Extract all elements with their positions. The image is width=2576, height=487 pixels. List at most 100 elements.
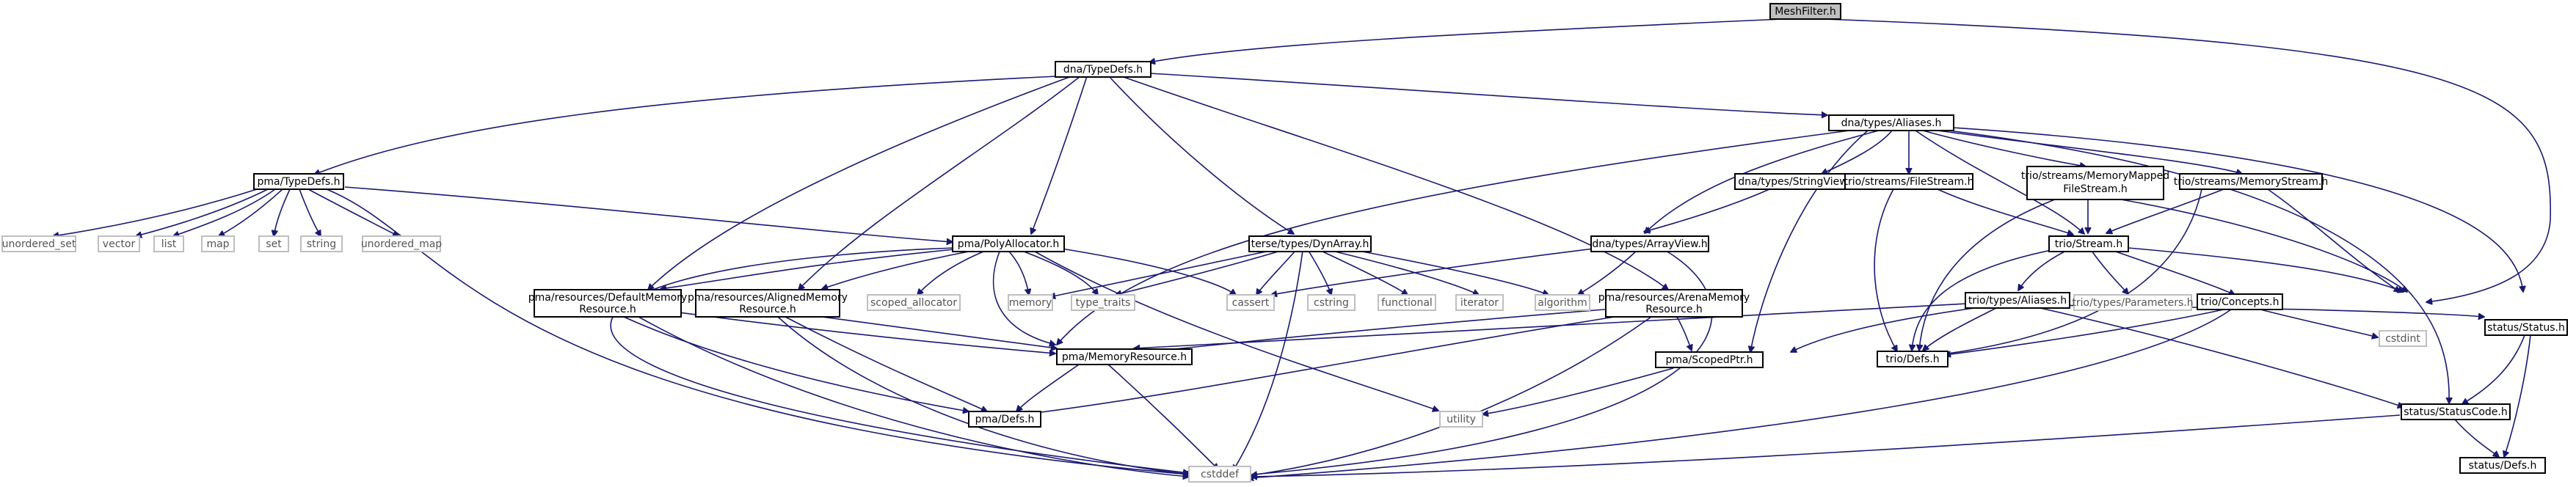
edge-alignedmemory-pmadefs [785,316,987,411]
node-pma-polyallocator[interactable]: pma/PolyAllocator.h [952,235,1065,252]
node-label: FileStream.h [2063,183,2127,195]
edge-meshfilter-dna-typedefs [1149,18,1783,62]
node-label: trio/types/Aliases.h [1968,295,2067,307]
node-pma-resources-arenamemoryresource[interactable]: pma/resources/ArenaMemory Resource.h [1598,289,1750,318]
node-trio-types-parameters[interactable]: trio/types/Parameters.h [2072,294,2194,311]
node-cstring[interactable]: cstring [1307,294,1356,311]
edge-dnaaliases-arrayview [1645,130,1880,233]
node-memory[interactable]: memory [1008,294,1053,311]
edge-stream-trioaliases [2018,250,2067,290]
edge-polyallocator-memoryresource [993,251,1055,345]
node-string[interactable]: string [300,235,343,252]
node-dna-types-arrayview[interactable]: dna/types/ArrayView.h [1590,235,1709,252]
node-label: pma/resources/DefaultMemory [528,292,687,304]
edge-memoryresource-pmadefs [1016,364,1080,411]
edge-dynarray-cstddef [1233,250,1303,471]
edge-pmatypedefs-vector [136,188,269,236]
edge-statuscode-cstddef [1251,414,2401,477]
node-dna-typedefs[interactable]: dna/TypeDefs.h [1055,61,1151,78]
node-unordered-set[interactable]: unordered_set [1,235,76,252]
node-unordered-map[interactable]: unordered_map [361,235,442,252]
node-label: status/Status.h [2487,322,2565,334]
edge-stringview-arrayview [1644,188,1770,232]
edge-pmatypedefs-unorderedset [53,188,258,236]
edge-polyallocator-cassert [1056,247,1236,295]
node-trio-concepts[interactable]: trio/Concepts.h [2197,293,2283,310]
edge-arenamemory-cstddef [1251,316,1652,475]
node-status-status[interactable]: status/Status.h [2484,319,2568,336]
node-pma-defs[interactable]: pma/Defs.h [968,411,1041,428]
edge-trioaliases-scopedptr [1791,307,1975,352]
node-meshfilter[interactable]: MeshFilter.h [1769,3,1841,20]
edge-pmatypedefs-cstddef [326,188,1189,475]
node-label: vector [103,238,136,250]
node-terse-types-dynarray[interactable]: terse/types/DynArray.h [1248,235,1372,252]
node-trio-streams-filestream[interactable]: trio/streams/FileStream.h [1844,173,1974,190]
node-functional[interactable]: functional [1378,294,1436,311]
node-label: status/Defs.h [2469,460,2537,472]
edge-dynarray-typetraits [1116,250,1281,295]
node-pma-scopedptr[interactable]: pma/ScopedPtr.h [1655,351,1764,368]
node-label: string [307,238,336,250]
edge-filestream-stream [1937,188,2073,235]
edge-dynarray-algorithm [1342,247,1549,295]
node-label: cstdint [2385,333,2420,345]
node-label: memory [1009,297,1052,309]
node-status-defs[interactable]: status/Defs.h [2459,457,2546,474]
node-cstdint[interactable]: cstdint [2379,330,2427,347]
node-set[interactable]: set [258,235,289,252]
node-type-traits[interactable]: type_traits [1071,294,1135,311]
node-trio-types-aliases[interactable]: trio/types/Aliases.h [1965,292,2070,309]
node-iterator[interactable]: iterator [1455,294,1504,311]
node-trio-streams-memorymapped-filestream[interactable]: trio/streams/MemoryMapped FileStream.h [2021,166,2169,200]
edge-pmatypedefs-set [274,188,291,236]
edge-pmatypedefs-map [219,188,283,236]
node-dna-types-aliases[interactable]: dna/types/Aliases.h [1828,114,1954,131]
node-label: dna/types/StringView.h [1738,176,1856,188]
node-label: pma/TypeDefs.h [258,176,341,188]
node-trio-defs[interactable]: trio/Defs.h [1877,351,1949,367]
node-algorithm[interactable]: algorithm [1535,294,1590,311]
edge-defaultmemory-cstddef [638,316,1189,477]
node-map[interactable]: map [201,235,235,252]
edge-arrayview-cstddef [1244,250,1713,475]
node-pma-typedefs[interactable]: pma/TypeDefs.h [253,173,344,190]
node-cstddef[interactable]: cstddef [1188,466,1251,483]
node-cassert[interactable]: cassert [1226,294,1275,311]
edge-trioaliases-memoryresource [1134,303,1968,348]
node-label: unordered_set [2,238,76,250]
node-pma-memoryresource[interactable]: pma/MemoryResource.h [1056,348,1193,365]
node-label: scoped_allocator [870,297,957,309]
edge-alignedmemory-memoryresource [821,316,1057,348]
edge-pmatypedefs-string [299,188,321,236]
edge-memorystream-triodefs [1938,188,2202,355]
node-status-statuscode[interactable]: status/StatusCode.h [2401,403,2511,420]
node-label: trio/types/Parameters.h [2072,297,2193,309]
node-label: type_traits [1076,297,1131,309]
edge-dnatypedefs-alignedmemory [798,76,1081,290]
node-label: dna/types/ArrayView.h [1592,238,1707,250]
edge-arrayview-algorithm [1578,250,1637,295]
edge-dnatypedefs-arenamemory [1121,76,1668,290]
node-label: Resource.h [579,304,636,315]
node-scoped-allocator[interactable]: scoped_allocator [867,294,961,311]
edge-dynarray-cassert [1256,250,1296,295]
node-trio-streams-memorystream[interactable]: trio/streams/MemoryStream.h [2174,173,2328,190]
edge-dynarray-cstring [1308,250,1331,295]
node-label: pma/Defs.h [975,414,1035,425]
node-label: iterator [1460,297,1499,309]
node-list[interactable]: list [153,235,184,252]
edge-memorymapped-triodefs [1919,199,2056,351]
node-pma-resources-defaultmemoryresource[interactable]: pma/resources/DefaultMemory Resource.h [528,289,687,318]
node-trio-stream[interactable]: trio/Stream.h [2048,235,2129,252]
node-utility[interactable]: utility [1439,411,1483,428]
node-vector[interactable]: vector [98,235,140,252]
node-pma-resources-alignedmemoryresource[interactable]: pma/resources/AlignedMemory Resource.h [688,289,848,318]
node-label: cassert [1232,297,1270,309]
node-label: unordered_map [361,238,442,250]
edge-dnaaliases-memorystream [1937,130,2242,174]
node-dna-types-stringview[interactable]: dna/types/StringView.h [1734,173,1860,190]
edge-arenamemory-scopedptr [1676,316,1692,351]
